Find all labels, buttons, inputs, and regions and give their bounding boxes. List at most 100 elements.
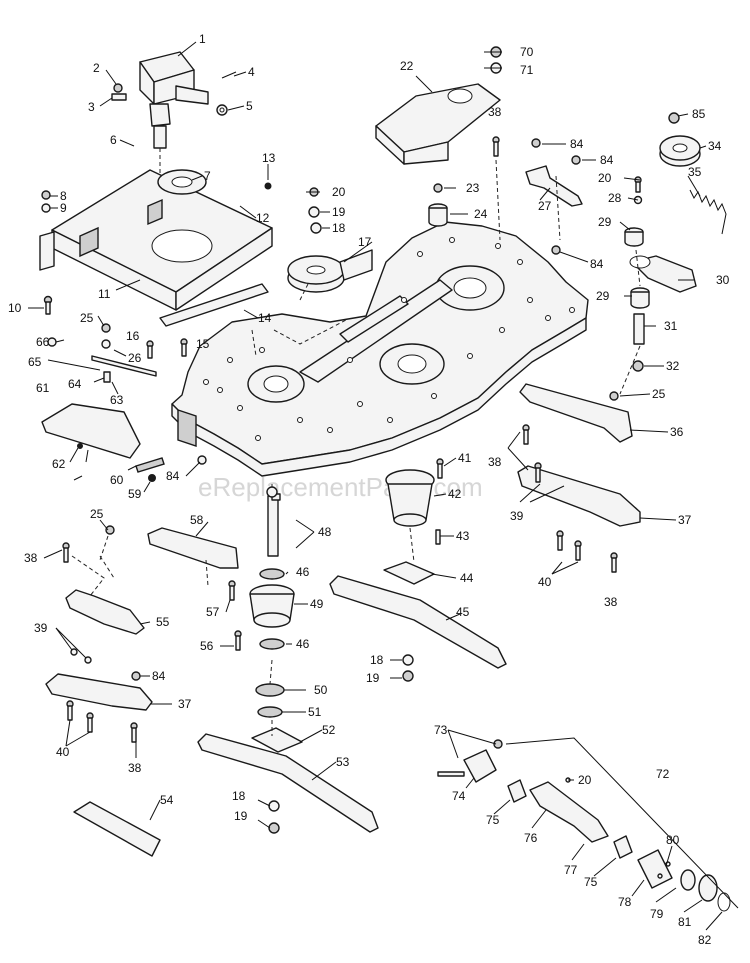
callout-55: 55 [156,615,170,629]
callout-50: 50 [314,683,328,697]
callout-48: 48 [318,525,332,539]
callout-19-b: 19 [366,671,380,685]
callout-53: 53 [336,755,350,769]
callout-45: 45 [456,605,470,619]
callout-85: 85 [692,107,706,121]
callout-81: 81 [678,915,692,929]
callout-29a: 29 [598,215,612,229]
callout-18-c: 18 [232,789,246,803]
callout-59: 59 [128,487,142,501]
spring-79 [680,869,696,891]
callout-82: 82 [698,933,712,947]
baffle-37-left [45,673,153,711]
callout-40-left: 40 [56,745,70,759]
callout-3: 3 [88,100,95,114]
callout-43: 43 [456,529,470,543]
idler-bracket-27 [525,165,583,207]
callout-46b: 46 [296,637,310,651]
callout-41: 41 [458,451,472,465]
baffle-36 [519,383,633,443]
callout-72: 72 [656,767,670,781]
callout-76: 76 [524,831,538,845]
collar-81 [698,874,718,902]
callout-54: 54 [160,793,174,807]
ring-82 [717,892,731,912]
callout-26: 26 [128,351,142,365]
deck-bracket-14 [159,283,269,327]
callout-39-right: 39 [510,509,524,523]
callout-10: 10 [8,301,22,315]
callout-25: 25 [80,311,94,325]
callout-6: 6 [110,133,117,147]
callout-28: 28 [608,191,622,205]
callout-32: 32 [666,359,680,373]
baffle-58 [147,527,239,569]
callout-35: 35 [688,165,702,179]
blade-adapter-44 [383,561,435,585]
callout-22: 22 [400,59,414,73]
spindle-housing-49 [249,584,295,628]
callout-38-d: 38 [24,551,38,565]
callout-20-b: 20 [598,171,612,185]
callout-84-e: 84 [152,669,166,683]
spindle-42 [385,469,435,527]
yoke-74 [463,749,497,783]
callout-25-c: 25 [90,507,104,521]
callout-23: 23 [466,181,480,195]
callout-70: 70 [520,45,534,59]
blade-adapter-52 [251,727,303,753]
callout-37-left: 37 [178,697,192,711]
bushing-29a [624,227,644,247]
callout-18: 18 [332,221,346,235]
callout-9: 9 [60,201,67,215]
callout-75b: 75 [584,875,598,889]
callout-60: 60 [110,473,124,487]
callout-38-b: 38 [488,455,502,469]
bearing-51 [257,706,283,718]
callout-30: 30 [716,273,730,287]
callout-65: 65 [28,355,42,369]
cross-75b [613,835,633,859]
bearing-46a [259,568,285,580]
callout-51: 51 [308,705,322,719]
spacer-24 [428,203,448,227]
shaft-31 [633,313,645,345]
mower-deck [171,221,589,477]
callout-80: 80 [666,833,680,847]
callout-19: 19 [332,205,346,219]
callout-71: 71 [520,63,534,77]
callout-63: 63 [110,393,124,407]
rod-63 [91,355,157,377]
callout-77: 77 [564,863,578,877]
callout-75a: 75 [486,813,500,827]
callout-2: 2 [93,61,100,75]
bearing-46b [259,638,285,650]
pulley-17 [287,249,373,293]
callout-34: 34 [708,139,722,153]
callout-17: 17 [358,235,372,249]
callout-18-b: 18 [370,653,384,667]
callout-61: 61 [36,381,50,395]
callout-16: 16 [126,329,140,343]
callout-12: 12 [256,211,270,225]
blade-45 [329,575,507,669]
callout-57: 57 [206,605,220,619]
callout-20-c: 20 [578,773,592,787]
cover-22 [375,83,501,165]
callout-49: 49 [310,597,324,611]
shaft-76 [529,781,609,843]
gearbox-mount-plate [39,169,273,311]
callout-64: 64 [68,377,82,391]
assembly-72-leader [505,737,739,909]
callout-73: 73 [434,723,448,737]
watermark-text: eReplacementParts.com [198,472,483,502]
part-54 [73,801,161,857]
callout-5: 5 [246,99,253,113]
callout-38-e: 38 [128,761,142,775]
callout-84-d: 84 [166,469,180,483]
callout-20: 20 [332,185,346,199]
callout-37-right: 37 [678,513,692,527]
callout-52: 52 [322,723,336,737]
baffle-55 [65,589,145,635]
cross-75a [507,779,527,803]
